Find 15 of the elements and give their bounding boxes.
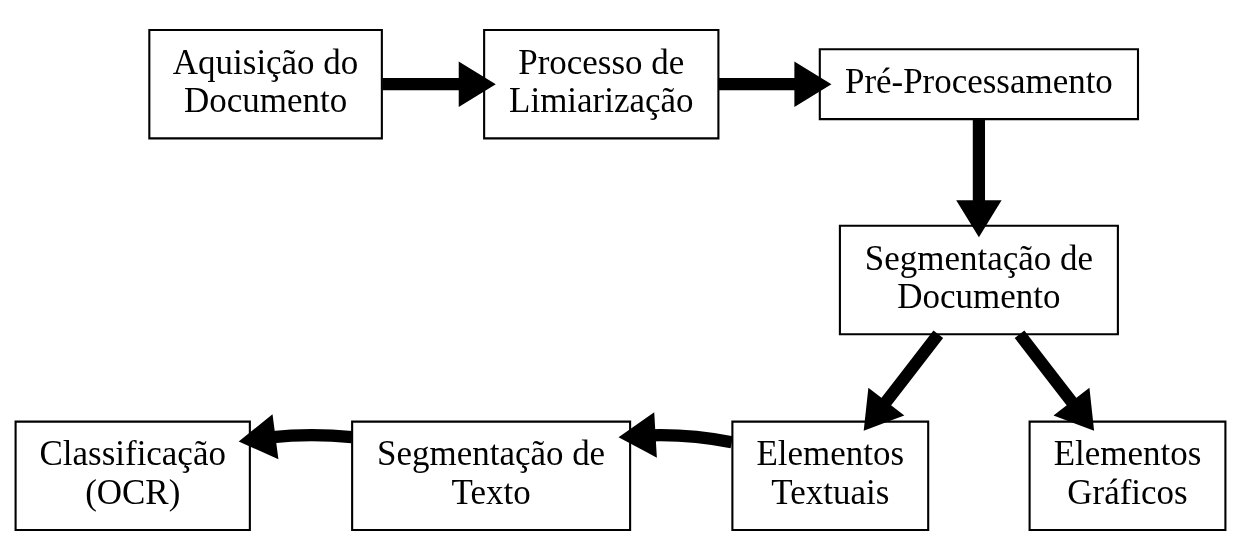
arrow [956, 118, 1002, 237]
arrow [1014, 330, 1095, 431]
node-box: Aquisição do Documento [148, 28, 383, 139]
arrow [382, 61, 496, 107]
arrow [718, 61, 832, 107]
node-box: Elementos Gráficos [1028, 420, 1227, 531]
node-box: Processo de Limiarização [483, 28, 720, 139]
arrow [618, 411, 733, 458]
node-box: Pré-Processamento [818, 47, 1140, 120]
node-box: Segmentação de Documento [838, 224, 1119, 335]
arrow [238, 413, 353, 459]
node-box: Segmentação de Texto [351, 420, 632, 531]
node-box: Classificação (OCR) [14, 420, 251, 531]
node-box: Elementos Textuais [731, 420, 930, 531]
arrow [863, 330, 944, 431]
